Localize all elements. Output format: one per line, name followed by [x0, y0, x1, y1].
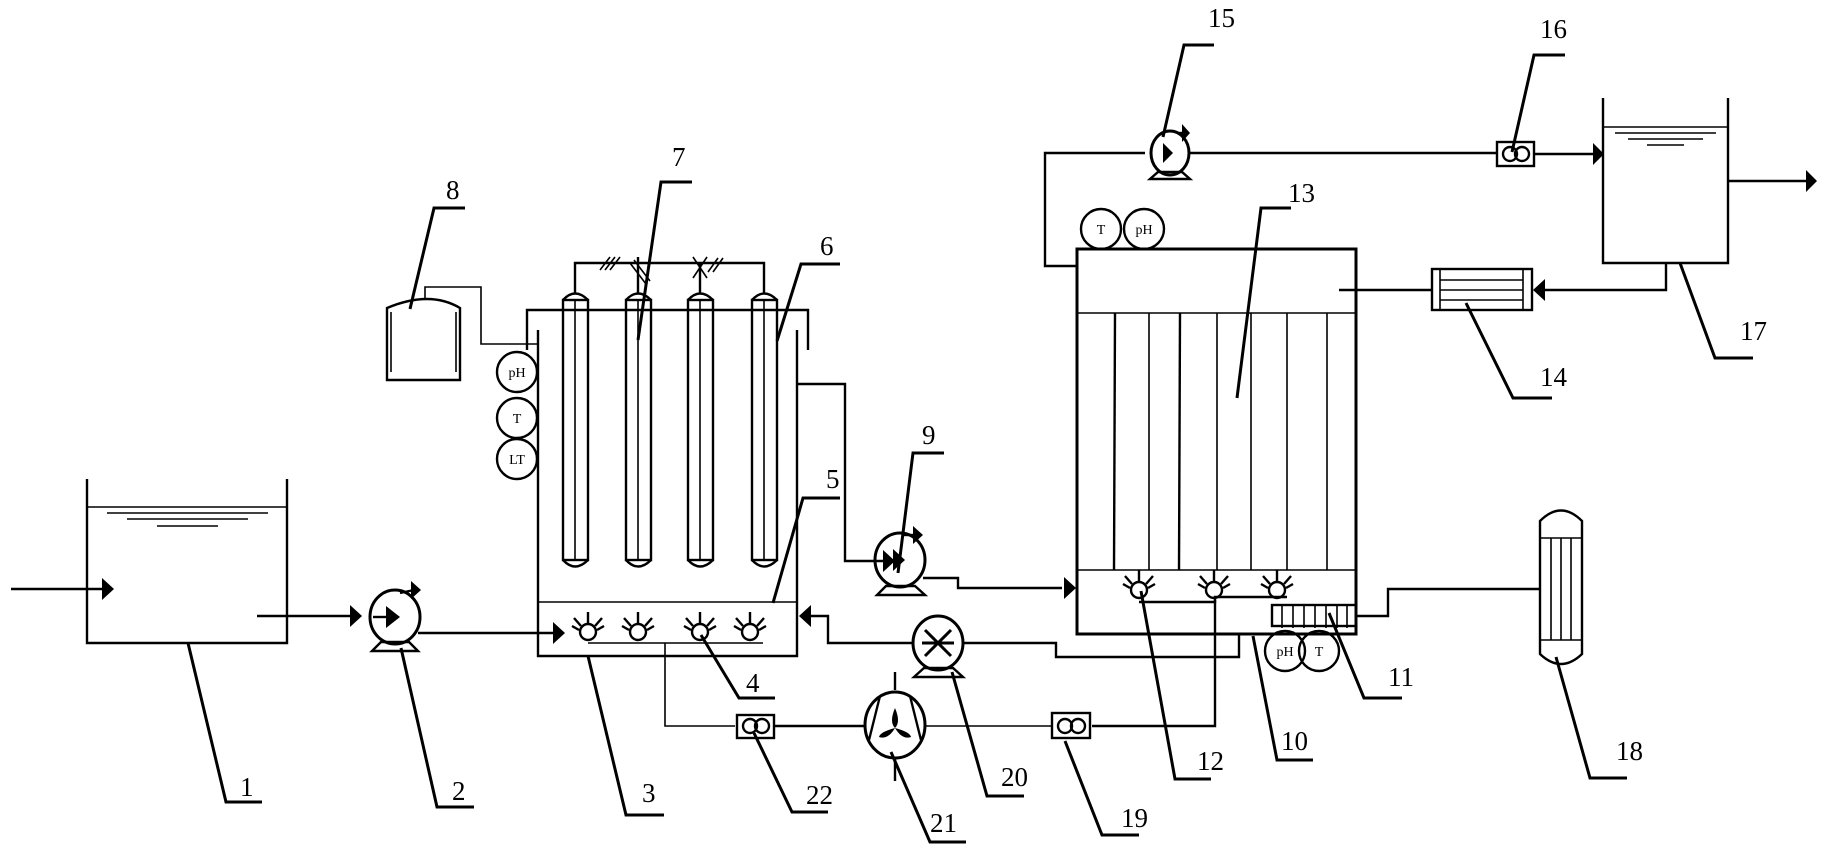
temperature-sensor-label: T — [1097, 223, 1106, 238]
label-11: 11 — [1388, 662, 1414, 692]
electrode-tubes — [561, 292, 779, 568]
first-reactor — [525, 256, 895, 658]
label-9: 9 — [922, 420, 936, 450]
ph-sensor-label: pH — [508, 366, 525, 381]
suction-pump-icon — [1146, 124, 1194, 181]
label-13: 13 — [1288, 178, 1315, 208]
label-15: 15 — [1208, 3, 1235, 33]
label-1: 1 — [240, 772, 254, 802]
label-4: 4 — [746, 668, 760, 698]
label-17: 17 — [1740, 316, 1767, 346]
label-16: 16 — [1540, 14, 1567, 44]
label-20: 20 — [1001, 762, 1028, 792]
reactor13-bottom-instruments: pH T — [1263, 629, 1341, 673]
label-18: 18 — [1616, 736, 1643, 766]
effluent-tank — [1601, 98, 1730, 265]
feed-pump-icon — [368, 581, 422, 653]
reactor13-top-instruments: T pH — [1079, 207, 1166, 251]
ph-sensor-label: pH — [1276, 645, 1293, 660]
membrane-module-icon — [1430, 267, 1534, 312]
transfer-pump-icon — [873, 526, 929, 597]
temperature-sensor-label: T — [513, 412, 522, 427]
label-12: 12 — [1197, 746, 1224, 776]
label-10: 10 — [1281, 726, 1308, 756]
label-5: 5 — [826, 464, 840, 494]
heater-coil-icon — [1270, 587, 1540, 628]
dosing-tank — [385, 286, 538, 382]
ground-symbol-icon — [599, 256, 724, 285]
reactor3-instruments: pH T LT — [495, 350, 539, 481]
component-labels: 1 2 3 4 5 6 7 8 9 10 11 12 13 14 15 16 1… — [240, 3, 1767, 838]
label-7: 7 — [672, 142, 686, 172]
outlet-arrow-icon — [1806, 170, 1817, 192]
ph-sensor-label: pH — [1135, 223, 1152, 238]
label-21: 21 — [930, 808, 957, 838]
aerator-diffusers-reactor3 — [571, 612, 767, 644]
leader-lines — [186, 43, 1753, 844]
level-sensor-label: LT — [509, 453, 525, 468]
recirculation-pump-icon — [910, 614, 967, 679]
second-reactor — [1043, 151, 1432, 636]
raw-water-tank — [85, 479, 289, 645]
label-19: 19 — [1121, 803, 1148, 833]
flowmeter-19-icon — [1050, 711, 1092, 740]
label-2: 2 — [452, 776, 466, 806]
label-3: 3 — [642, 778, 656, 808]
gas-collector-icon — [1538, 509, 1584, 666]
label-6: 6 — [820, 231, 834, 261]
label-22: 22 — [806, 780, 833, 810]
aerator-diffusers-reactor13 — [1122, 570, 1294, 604]
flowmeter-16-icon — [1495, 140, 1536, 168]
temperature-sensor-label: T — [1315, 645, 1324, 660]
label-14: 14 — [1540, 362, 1568, 392]
inlet-arrow-icon — [11, 578, 114, 600]
label-8: 8 — [446, 175, 460, 205]
